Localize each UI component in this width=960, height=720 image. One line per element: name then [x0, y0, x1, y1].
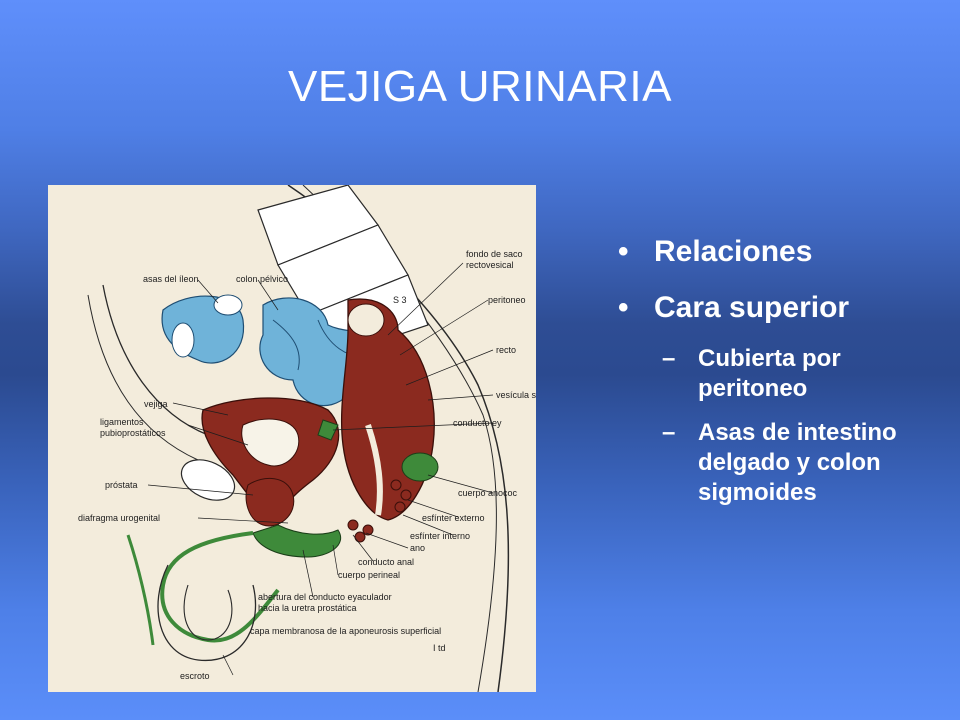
label-peritoneo: peritoneo — [488, 295, 526, 305]
pelvis-sagittal-diagram: asas del íleon colon pélvico fondo de sa… — [78, 185, 536, 692]
label-cuerpo-anococ: cuerpo anococ — [458, 488, 518, 498]
label-diafragma: diafragma urogenital — [78, 513, 160, 523]
label-asas-ileon: asas del íleon — [143, 274, 199, 284]
subbullet-asas-intestino: – Asas de intestino delgado y colon sigm… — [618, 418, 938, 508]
bullet-marker: • — [618, 235, 629, 268]
label-itd: I td — [433, 643, 446, 653]
label-esfinter-externo: esfínter externo — [422, 513, 485, 523]
slide-title: VEJIGA URINARIA — [287, 62, 673, 111]
bullet-relaciones: • Relaciones — [618, 232, 938, 272]
label-vejiga: vejiga — [144, 399, 168, 409]
bullet-text: Cara superior — [654, 291, 850, 324]
bullet-cara-superior: • Cara superior — [618, 288, 938, 328]
label-conducto-anal: conducto anal — [358, 557, 414, 567]
label-fondo-saco: fondo de saco — [466, 249, 523, 259]
subbullet-cubierta-peritoneo: – Cubierta por peritoneo — [618, 344, 938, 404]
rectum — [340, 298, 435, 521]
label-esfinter-interno: esfínter interno — [410, 531, 470, 541]
label-recto: recto — [496, 345, 516, 355]
label-uretra-prostatica: hacia la uretra prostática — [258, 603, 357, 613]
subbullet-text: Asas de intestino delgado y colon sigmoi… — [698, 419, 897, 506]
bladder — [201, 397, 340, 527]
anatomy-figure: asas del íleon colon pélvico fondo de sa… — [48, 185, 536, 692]
ileum-loops — [161, 294, 245, 364]
bullet-text: Relaciones — [654, 235, 813, 268]
bullet-marker: • — [618, 291, 629, 324]
label-abertura: abertura del conducto eyaculador — [258, 592, 392, 602]
label-pubioprostaticos: pubioprostáticos — [100, 428, 166, 438]
label-conducto-ey: conducto ey — [453, 418, 502, 428]
label-cuerpo-perineal: cuerpo perineal — [338, 570, 400, 580]
subbullet-text: Cubierta por peritoneo — [698, 345, 841, 402]
subbullet-marker: – — [662, 419, 676, 446]
label-vesicula: vesícula se — [496, 390, 536, 400]
label-colon-pelvico: colon pélvico — [236, 274, 288, 284]
label-capa-membranosa: capa membranosa de la aponeurosis superf… — [250, 626, 441, 636]
label-escroto: escroto — [180, 671, 210, 681]
subbullet-marker: – — [662, 345, 676, 372]
bullet-list: • Relaciones • Cara superior – Cubierta … — [618, 232, 938, 522]
label-prostata: próstata — [105, 480, 138, 490]
label-ano: ano — [410, 543, 425, 553]
label-ligamentos: ligamentos — [100, 417, 144, 427]
label-s3: S 3 — [393, 295, 407, 305]
label-rectovesical: rectovesical — [466, 260, 514, 270]
